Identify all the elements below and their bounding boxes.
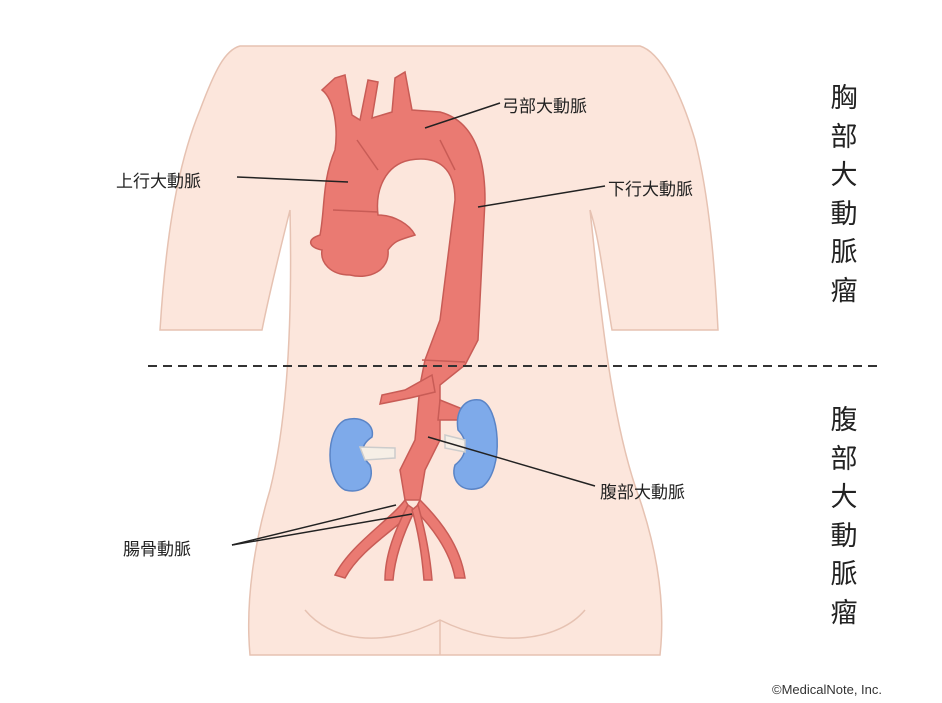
label-ascending-aorta: 上行大動脈 (116, 172, 201, 192)
leader-lines (231, 102, 606, 546)
section-thoracic-aneurysm: 胸部大動脈瘤 (830, 83, 858, 307)
kidneys (329, 399, 498, 492)
copyright: ©MedicalNote, Inc. (772, 682, 883, 697)
label-iliac-artery: 腸骨動脈 (123, 540, 191, 560)
section-abdominal-aneurysm: 腹部大動脈瘤 (830, 405, 858, 629)
label-abdominal-aorta: 腹部大動脈 (600, 483, 685, 503)
label-descending-aorta: 下行大動脈 (608, 180, 693, 200)
label-aortic-arch: 弓部大動脈 (502, 97, 587, 117)
aorta (310, 70, 486, 581)
